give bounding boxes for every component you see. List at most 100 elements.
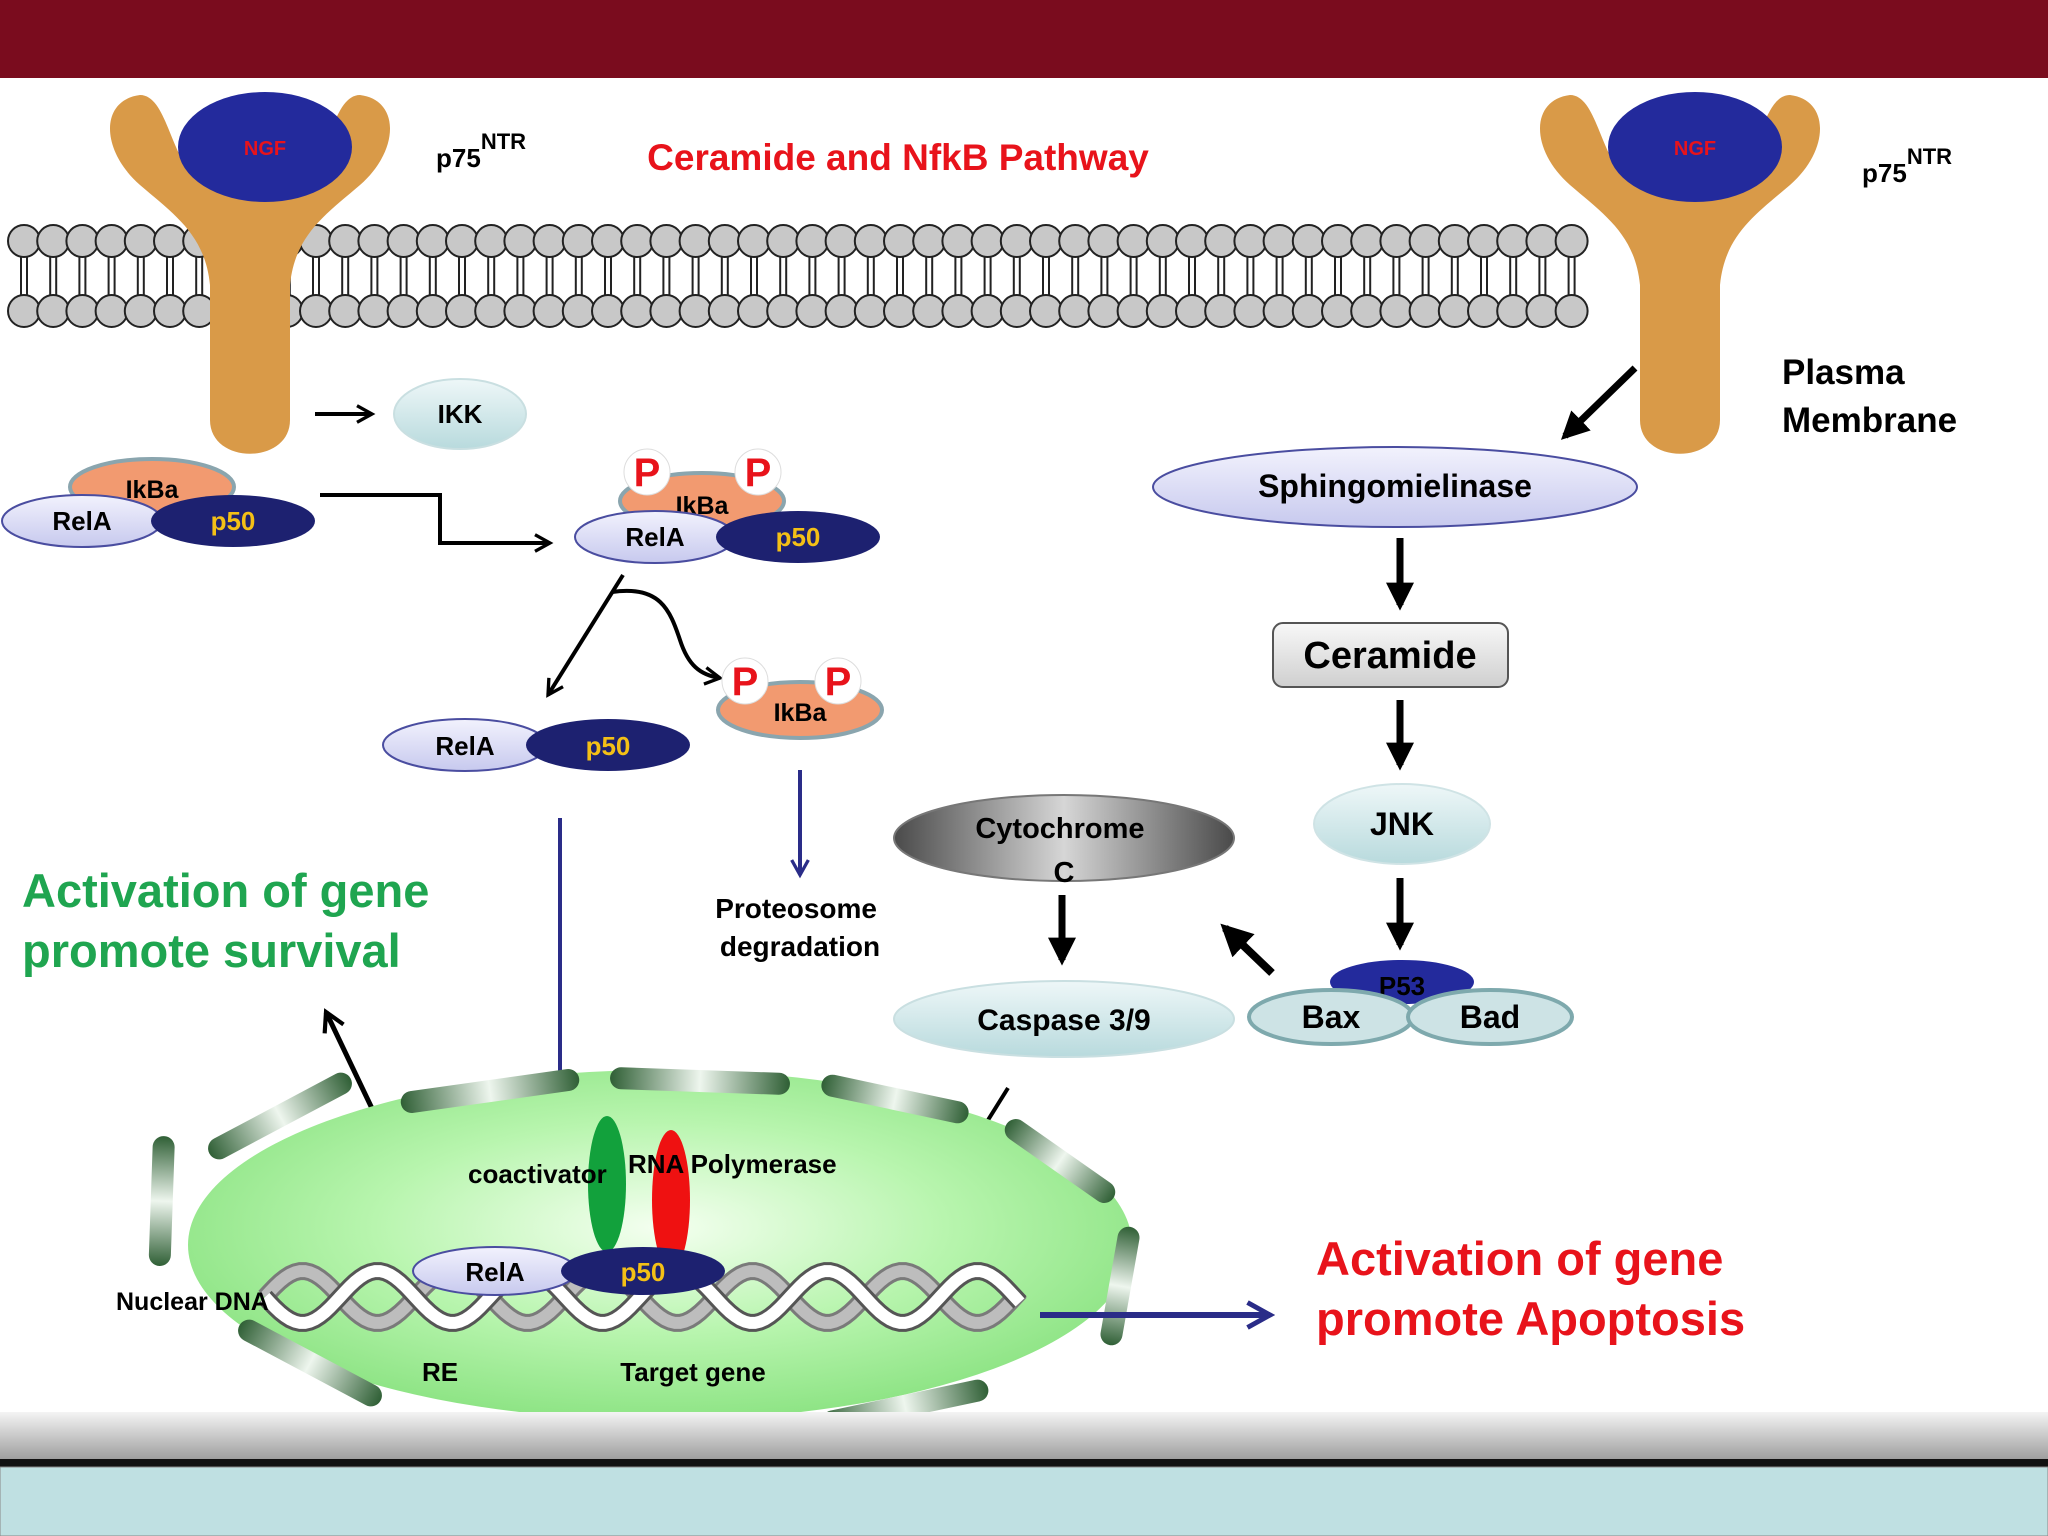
svg-text:P: P xyxy=(745,451,772,495)
top-band xyxy=(0,0,2048,78)
lipid-head xyxy=(1175,294,1209,328)
lipid-head xyxy=(1087,224,1122,258)
lipid-head xyxy=(766,224,801,258)
lipid-head xyxy=(1145,224,1180,258)
sphingomyelinase-node xyxy=(1152,446,1638,528)
lipid-head xyxy=(1029,224,1063,258)
lipid-head xyxy=(503,224,538,258)
lipid-head xyxy=(36,294,71,328)
lipid-head xyxy=(1554,294,1589,328)
lipid-head xyxy=(678,294,713,328)
ngf-label: NGF xyxy=(1674,138,1716,160)
lipid-head xyxy=(649,294,684,328)
arrow-receptor-to-smase xyxy=(1560,365,1638,440)
jnk-label: JNK xyxy=(1370,806,1434,842)
lipid-head xyxy=(970,224,1005,258)
ikk-label: IKK xyxy=(438,399,483,429)
lipid-head xyxy=(1408,294,1443,328)
p75-receptor-right: NGF xyxy=(1540,92,1820,454)
lipid-head xyxy=(1350,224,1385,258)
lipid-head xyxy=(94,294,129,328)
bound-nfkb-dimer: RelA p50 xyxy=(412,1246,725,1296)
lipid-head xyxy=(1525,224,1560,258)
apoptosis-label: Activation of gene promote Apoptosis xyxy=(1316,1232,1745,1345)
lipid-head xyxy=(1116,294,1151,328)
lipid-head xyxy=(824,224,859,258)
lipid-head xyxy=(153,294,187,328)
lipid-head xyxy=(737,294,771,328)
arrow-to-free-ikba xyxy=(611,588,720,678)
lipid-head xyxy=(153,224,187,258)
lipid-head xyxy=(328,294,363,328)
lipid-head xyxy=(357,294,392,328)
lipid-head xyxy=(561,294,596,328)
svg-text:p50: p50 xyxy=(776,522,821,552)
lipid-head xyxy=(123,224,158,258)
lipid-head xyxy=(649,224,684,258)
lipid-head xyxy=(1467,294,1501,328)
lipid-head xyxy=(357,224,392,258)
lipid-head xyxy=(532,224,567,258)
target-gene-label: Target gene xyxy=(620,1357,765,1387)
survival-label: Activation of gene promote survival xyxy=(22,864,442,977)
lipid-head xyxy=(912,224,947,258)
re-label: RE xyxy=(422,1357,458,1387)
lipid-head xyxy=(1204,224,1239,258)
lipid-head xyxy=(415,224,450,258)
arrow-bax-to-cytochrome xyxy=(1220,923,1275,976)
lipid-head xyxy=(1058,224,1093,258)
svg-text:RelA: RelA xyxy=(52,506,111,536)
lipid-head xyxy=(1408,224,1443,258)
lipid-head xyxy=(299,294,333,328)
svg-text:RelA: RelA xyxy=(465,1257,524,1287)
svg-text:p50: p50 xyxy=(586,731,631,761)
lipid-head xyxy=(678,224,713,258)
lipid-head xyxy=(999,294,1034,328)
lipid-head xyxy=(1525,294,1560,328)
arrow-complex-to-phospho xyxy=(320,493,550,543)
lipid-head xyxy=(415,294,450,328)
lipid-head xyxy=(999,224,1034,258)
phosphorylated-complex: IkBa RelA p50 P P xyxy=(574,448,880,564)
svg-text:IkBa: IkBa xyxy=(126,476,180,504)
lipid-head xyxy=(1204,294,1239,328)
lipid-head xyxy=(912,294,947,328)
lipid-head xyxy=(1116,224,1151,258)
lipid-head xyxy=(620,224,655,258)
lipid-head xyxy=(503,294,538,328)
lipid-head xyxy=(1437,294,1472,328)
lipid-head xyxy=(620,294,655,328)
ceramide-label: Ceramide xyxy=(1303,635,1476,677)
lipid-head xyxy=(65,224,100,258)
lipid-head xyxy=(591,224,625,258)
lipid-head xyxy=(824,294,859,328)
lipid-head xyxy=(883,294,917,328)
lipid-head xyxy=(1233,224,1268,258)
lipid-head xyxy=(1145,294,1180,328)
svg-text:Bad: Bad xyxy=(1460,999,1520,1035)
lipid-bilayer xyxy=(7,224,1589,328)
lipid-head xyxy=(795,224,830,258)
rna-polymerase-protein xyxy=(652,1130,690,1270)
lipid-head xyxy=(970,294,1005,328)
lipid-head xyxy=(795,294,830,328)
lipid-head xyxy=(474,294,509,328)
lipid-head xyxy=(1496,224,1531,258)
lipid-head xyxy=(94,224,129,258)
lipid-head xyxy=(883,224,917,258)
caspase-node xyxy=(893,980,1235,1058)
plasma-membrane-label: Plasma Membrane xyxy=(1782,353,1957,440)
lipid-head xyxy=(941,224,976,258)
lipid-head xyxy=(1291,294,1326,328)
lipid-head xyxy=(386,294,421,328)
lipid-head xyxy=(1554,224,1589,258)
lipid-head xyxy=(1437,224,1472,258)
coactivator-label: coactivator xyxy=(468,1159,607,1189)
floor-band xyxy=(0,1412,2048,1462)
coactivator-protein xyxy=(588,1116,626,1252)
free-nfkb-dimer: RelA p50 xyxy=(382,718,690,772)
lipid-head xyxy=(1175,224,1209,258)
diagram-title: Ceramide and NfkB Pathway xyxy=(647,137,1149,178)
lipid-head xyxy=(737,224,771,258)
